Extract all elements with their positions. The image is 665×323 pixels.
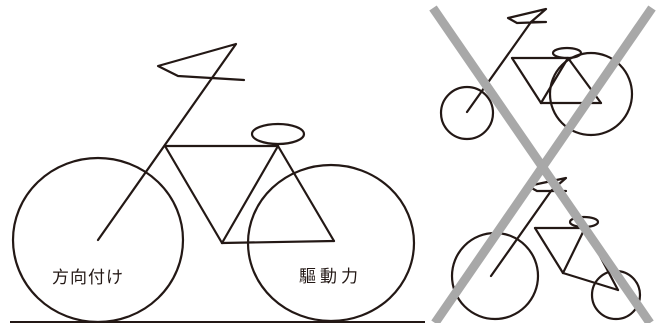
handlebar bbox=[156, 42, 246, 82]
small-front-wheel bbox=[11, 156, 185, 323]
handlebar-small-top bbox=[506, 7, 548, 25]
front-wheel-small-top bbox=[439, 85, 495, 141]
frame-seat-top bbox=[539, 56, 570, 105]
wrong-bicycle-top bbox=[439, 7, 634, 141]
frame-chain-bottom bbox=[561, 271, 620, 292]
fork-small-top bbox=[465, 20, 533, 114]
saddle bbox=[250, 122, 306, 146]
fork-and-head-tube bbox=[96, 76, 214, 242]
seat-stay bbox=[276, 144, 336, 243]
steering-label: 方向付け bbox=[52, 268, 124, 288]
correct-bicycle bbox=[10, 42, 425, 323]
down-tube bbox=[163, 144, 224, 245]
chain-stay bbox=[220, 239, 336, 245]
frame-down-top bbox=[510, 56, 543, 105]
cross-marks bbox=[429, 5, 656, 323]
frame-seat-bottom bbox=[561, 226, 587, 275]
seat-tube bbox=[220, 144, 280, 245]
fork-small-bottom bbox=[489, 189, 553, 278]
saddle-small-top bbox=[551, 46, 583, 60]
drive-label: 驅動力 bbox=[299, 267, 362, 287]
cross-line-2 bbox=[431, 5, 656, 323]
frame-down-bottom bbox=[533, 226, 565, 275]
rear-wheel-large-top bbox=[548, 51, 634, 137]
wrong-bicycle-bottom bbox=[450, 176, 642, 321]
